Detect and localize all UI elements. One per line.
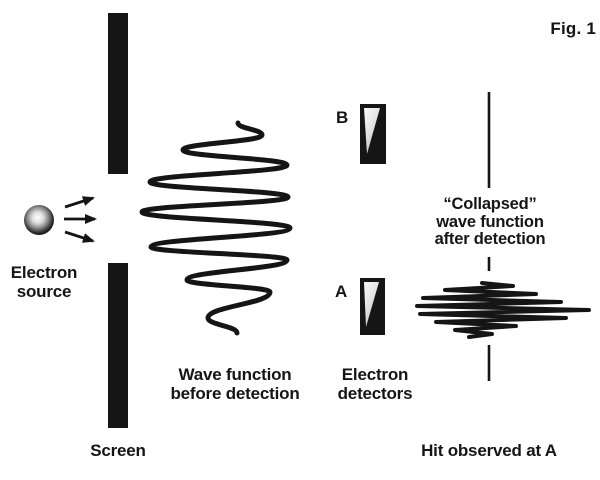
screen-label: Screen xyxy=(90,441,146,460)
detector-b xyxy=(360,104,386,164)
wave-function-before-curve xyxy=(139,120,293,336)
emission-arrow-down-icon xyxy=(64,230,95,243)
screen-lower-bar xyxy=(108,263,128,428)
collapsed-wave-packet-curve xyxy=(415,281,591,339)
detector-a xyxy=(360,278,385,335)
screen-upper-bar xyxy=(108,13,128,174)
detector-b-wedge xyxy=(364,108,380,154)
detector-a-wedge xyxy=(364,282,379,327)
electron-detectors-label: Electron detectors xyxy=(337,365,413,403)
emission-arrows xyxy=(64,196,97,243)
hit-observed-label: Hit observed at A xyxy=(421,441,557,460)
detector-b-letter: B xyxy=(335,108,349,127)
emission-arrow-up-icon xyxy=(64,196,95,209)
collapsed-wave-label: “Collapsed” wave function after detectio… xyxy=(434,195,546,248)
figure-number-label: Fig. 1 xyxy=(550,19,596,38)
electron-source-sphere xyxy=(24,205,54,235)
detector-a-letter: A xyxy=(334,282,348,301)
electron-source-label: Electron source xyxy=(10,263,78,301)
wave-before-label: Wave function before detection xyxy=(170,365,300,403)
